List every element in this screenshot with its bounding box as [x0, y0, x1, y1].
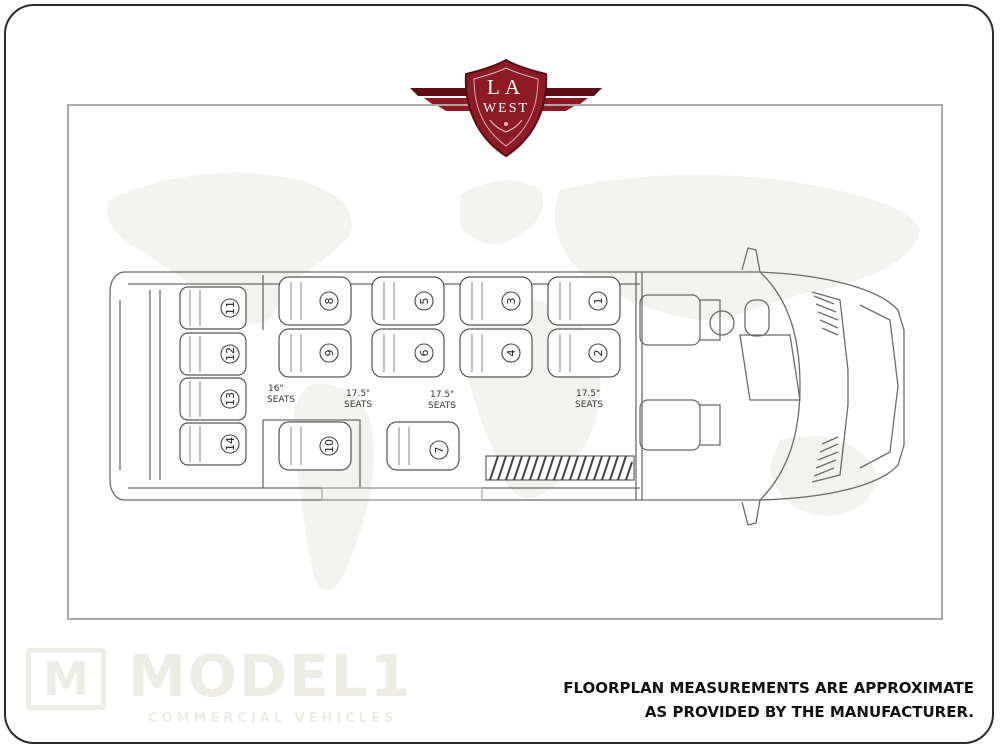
seat-number: 13 — [224, 392, 237, 406]
seat-width-label: 17.5" — [346, 389, 370, 399]
seat-width-label: 17.5" — [430, 390, 454, 400]
seat-number: 12 — [224, 347, 237, 361]
model1-wordmark: MODEL1 — [128, 642, 413, 710]
seat-number: 8 — [323, 298, 336, 305]
seat-number: 4 — [505, 350, 518, 357]
model1-tagline: COMMERCIAL VEHICLES — [148, 711, 398, 726]
logo-text-west: WEST — [482, 101, 530, 116]
seat-number: 10 — [323, 439, 336, 453]
seat-number: 3 — [505, 298, 518, 305]
disclaimer-line-2: AS PROVIDED BY THE MANUFACTURER. — [644, 703, 974, 721]
seat-number: 5 — [418, 298, 431, 305]
seats-label: SEATS — [575, 400, 603, 410]
model1-mark-icon: M — [26, 648, 106, 710]
logo-text-la: LA — [487, 75, 525, 99]
seat-number: 9 — [323, 350, 336, 357]
seat-width-label: 17.5" — [576, 389, 600, 399]
seats-label: SEATS — [428, 401, 456, 411]
seat-number: 11 — [224, 301, 237, 315]
seat-number: 7 — [433, 447, 446, 454]
seat-number: 14 — [224, 437, 237, 451]
la-west-logo — [410, 58, 602, 158]
seat-width-label: 16" — [268, 384, 284, 394]
seat-number: 2 — [592, 350, 605, 357]
seat-number: 1 — [592, 298, 605, 305]
seats-label: SEATS — [267, 395, 295, 405]
seat-number: 6 — [418, 350, 431, 357]
seats-label: SEATS — [344, 400, 372, 410]
disclaimer-line-1: FLOORPLAN MEASUREMENTS ARE APPROXIMATE — [563, 679, 974, 697]
